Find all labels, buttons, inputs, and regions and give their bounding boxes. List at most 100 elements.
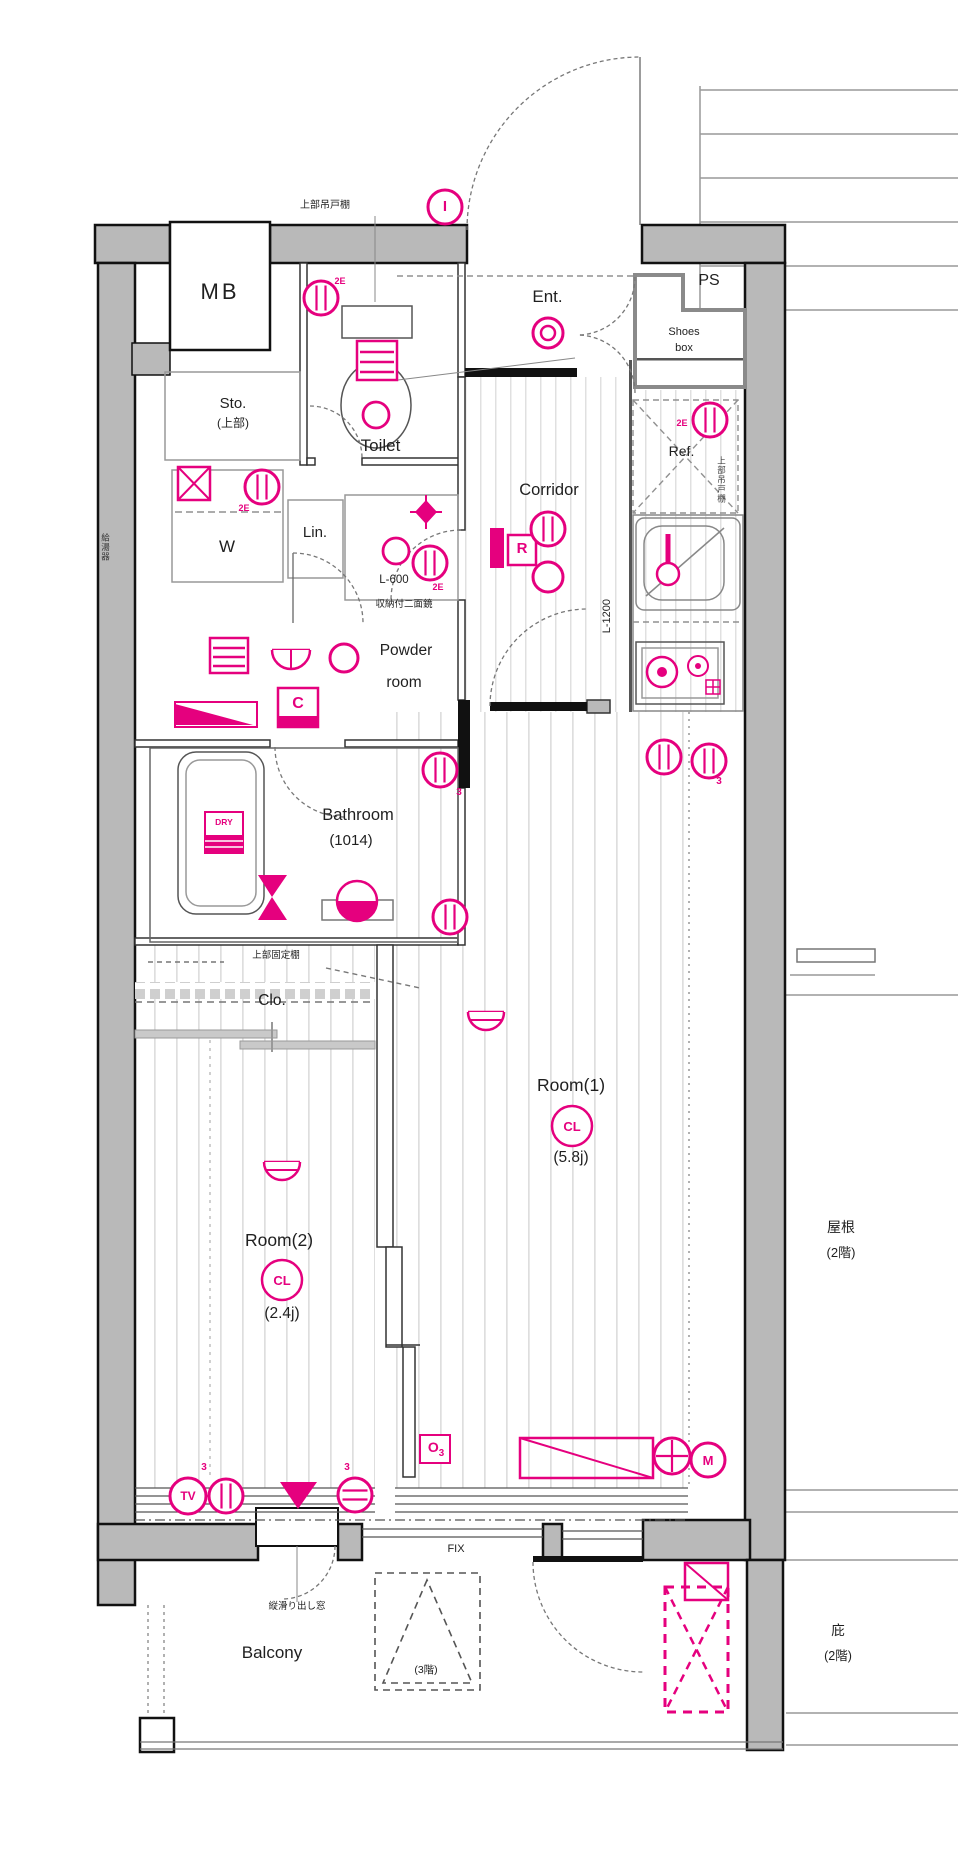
toilet-flush-icon — [355, 339, 399, 382]
room-label-sto: Sto. — [219, 395, 247, 412]
outlet-icon — [207, 1477, 245, 1515]
closet-light-label: CL — [563, 1119, 581, 1134]
towel-rack-icon — [208, 636, 250, 675]
room-label-powder-1: Powder — [379, 642, 433, 659]
label-roof-2: (2階) — [826, 1245, 856, 1260]
bath-dryer-icon — [204, 811, 244, 854]
outlet-icon — [690, 742, 728, 780]
door-arcs — [274, 56, 644, 1673]
intercom-icon-label: I — [442, 198, 448, 215]
tag-2e: 2E — [432, 582, 444, 592]
outlet-o3-o: O — [427, 1439, 439, 1455]
tv-outlet-label: TV — [180, 1489, 196, 1503]
outlet-h-icon — [336, 1476, 374, 1514]
dashed-lines — [135, 275, 743, 1715]
tag-3: 3 — [456, 787, 462, 798]
meter-label: M — [702, 1453, 714, 1468]
faucet-icon — [655, 534, 681, 587]
label-roof-1: 屋根 — [827, 1219, 855, 1235]
note-casement-window: 縦滑り出し窓 — [268, 1601, 326, 1612]
hook-icon — [262, 1160, 302, 1182]
note-kitchen-upper-cupboard: 上部吊戸棚 — [716, 456, 727, 504]
note-vanity-width: L-600 — [379, 574, 409, 586]
room-label-room1-size: (5.8j) — [553, 1149, 589, 1166]
room-label-balcony: Balcony — [241, 1643, 303, 1662]
toilet-seat-icon — [361, 400, 391, 430]
floor3-projection — [374, 1572, 481, 1691]
bath-stool-icon — [335, 879, 379, 923]
room-label-ps: PS — [698, 272, 720, 289]
switch-c-label: C — [292, 695, 304, 712]
room-label-corridor: Corridor — [519, 481, 579, 499]
note-floor3: (3階) — [414, 1664, 438, 1676]
mixer-icon — [258, 875, 287, 920]
thresholds — [458, 368, 643, 1562]
label-ref: Ref. — [668, 443, 695, 459]
meter-icon — [689, 1441, 727, 1479]
note-fix-window: FIX — [447, 1543, 465, 1555]
intercom-icon — [426, 188, 464, 226]
meter-box — [168, 220, 272, 352]
closet-detail — [134, 982, 376, 1052]
tag-2e: 2E — [676, 418, 688, 428]
bath-dryer-label: DRY — [215, 817, 233, 827]
switch-c-icon — [276, 686, 320, 729]
tag-3: 3 — [201, 1462, 207, 1473]
ac-outdoor-unit — [663, 1561, 730, 1714]
pink-symbols — [168, 188, 729, 1516]
label-eaves-2: (2階) — [824, 1649, 852, 1663]
balcony-door — [255, 1507, 339, 1547]
note-vanity-mirror: 収納付二面鏡 — [375, 599, 433, 610]
tag-2e: 2E — [334, 276, 346, 286]
room-label-bathroom: Bathroom — [322, 806, 394, 824]
outlet-icon — [243, 468, 281, 506]
vanity-icons — [381, 495, 442, 566]
room-label-mb: MB — [200, 279, 240, 304]
note-upper-fixed-shelf: 上部固定棚 — [252, 950, 300, 961]
room-label-room2-size: (2.4j) — [264, 1305, 300, 1322]
tag-2e: 2E — [238, 503, 250, 513]
room-label-bathroom-size: (1014) — [329, 832, 373, 849]
note-water-heater: 給湯器 — [100, 532, 111, 562]
drain-icon — [176, 465, 212, 502]
switch-r-label: R — [516, 540, 528, 557]
note-upper-cupboard: 上部吊戸棚 — [300, 200, 350, 211]
balcony-post — [138, 1716, 176, 1754]
room-label-sto-sub: (上部) — [217, 416, 249, 430]
room-label-closet: Clo. — [258, 992, 286, 1009]
entrance-light-icon — [531, 316, 565, 350]
closet-light-icon — [550, 1104, 594, 1148]
light-icon — [531, 560, 565, 594]
hook-icon — [466, 1010, 506, 1032]
label-eaves-1: 庇 — [831, 1623, 845, 1638]
outlet-icon — [529, 510, 567, 548]
basin-icon — [270, 648, 312, 671]
room-label-ent: Ent. — [532, 287, 563, 306]
wedge-icon — [174, 701, 258, 728]
label-linen: Lin. — [302, 524, 328, 541]
outlet-icon — [645, 738, 683, 776]
outlet-o3-label: O3 — [423, 1440, 449, 1459]
light-icon — [328, 642, 360, 674]
stove-burners-icon — [645, 655, 721, 695]
room-label-room1: Room(1) — [536, 1075, 606, 1095]
tag-3: 3 — [344, 1462, 350, 1473]
vent-icon — [280, 1482, 317, 1509]
bath-control-icon — [421, 751, 459, 789]
outlet-o3-icon — [419, 1434, 451, 1464]
closet-light-label: CL — [273, 1273, 291, 1288]
closet-light-icon — [260, 1258, 304, 1302]
exterior-lines — [699, 86, 958, 1746]
walls — [93, 223, 787, 1752]
room-label-toilet: Toilet — [360, 436, 401, 455]
label-shoesbox-2: box — [675, 342, 693, 354]
cross-outlet-icon — [652, 1436, 692, 1476]
note-kitchen-width: L-1200 — [600, 599, 613, 634]
tv-outlet-icon — [168, 1476, 208, 1516]
outlet-icon — [302, 279, 340, 317]
switch-r-icon — [490, 528, 538, 568]
label-washer: W — [218, 537, 236, 556]
room-label-powder-2: room — [386, 674, 422, 691]
